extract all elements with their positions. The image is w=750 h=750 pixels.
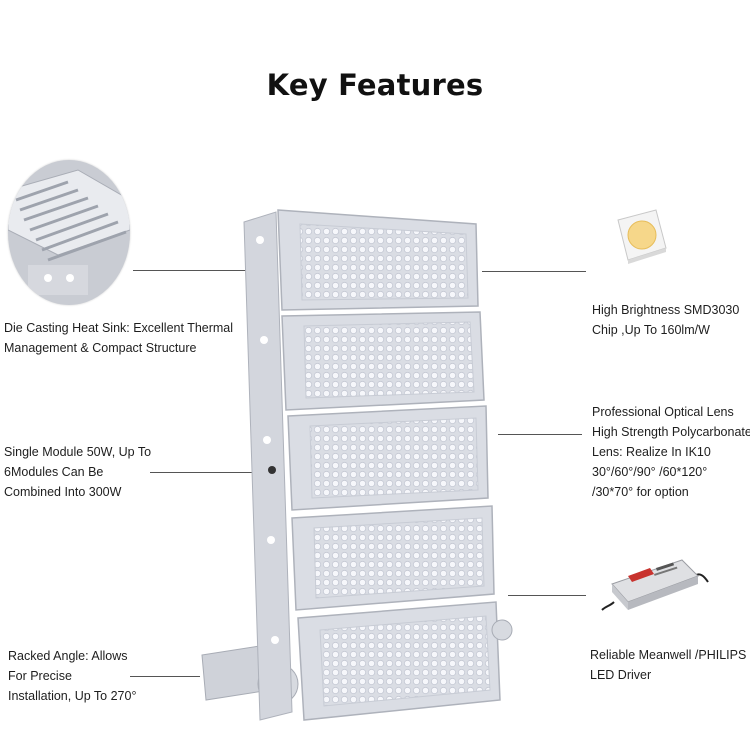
chip-caption: High Brightness SMD3030 Chip ,Up To 160l… (592, 303, 740, 337)
heat-sink-leader (133, 270, 255, 271)
module-leader (150, 472, 272, 473)
heat-sink-caption: Die Casting Heat Sink: Excellent Thermal… (4, 321, 234, 355)
lens-caption: Professional Optical Lens High Strength … (592, 405, 750, 499)
angle-caption: Racked Angle: Allows For Precise Install… (8, 649, 137, 703)
led-driver-photo (598, 550, 710, 618)
flood-light-photo (196, 200, 526, 740)
chip-leader (482, 271, 586, 272)
lens-leader (498, 434, 582, 435)
heat-sink-photo (8, 160, 130, 305)
angle-leader (130, 676, 200, 677)
module-caption: Single Module 50W, Up To 6Modules Can Be… (4, 445, 152, 499)
driver-leader (508, 595, 586, 596)
page-title: Key Features (266, 68, 484, 102)
smd-chip-photo (612, 206, 670, 264)
driver-caption: Reliable Meanwell /PHILIPS LED Driver (590, 648, 747, 682)
